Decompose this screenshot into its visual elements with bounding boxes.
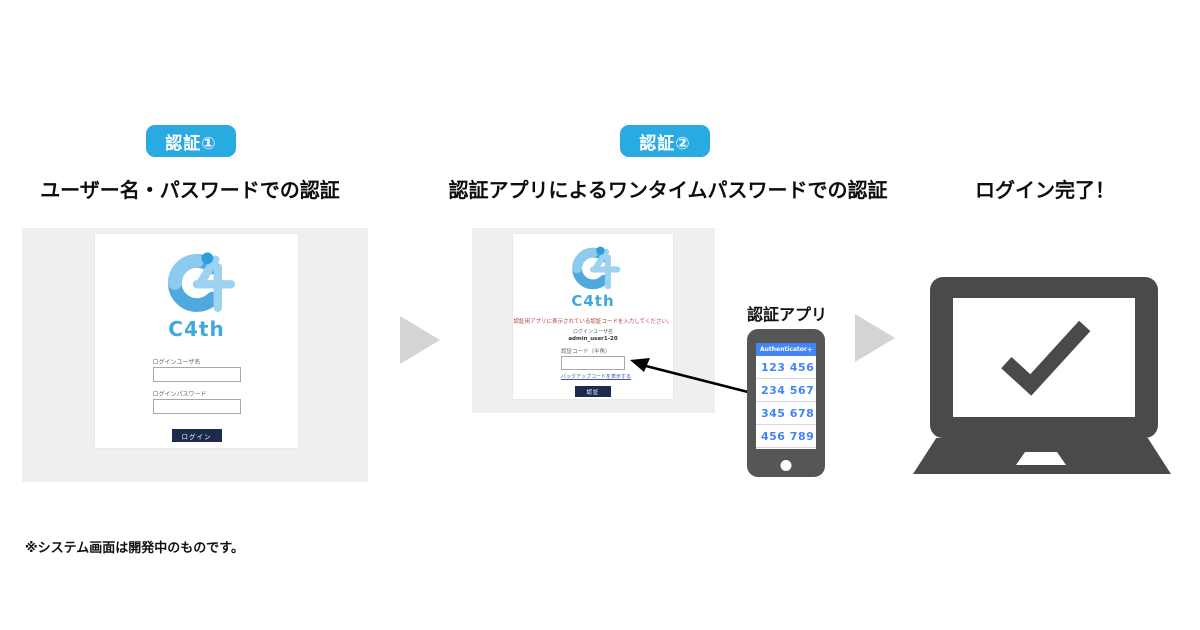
checkmark-icon xyxy=(1001,320,1091,396)
code-entry-arrow-icon xyxy=(630,358,749,394)
laptop-notch xyxy=(1016,452,1066,465)
laptop-display xyxy=(953,298,1135,417)
username-input xyxy=(152,367,241,382)
login-screenshot-panel: C4th ログインユーザ名 ログインパスワード ログイン xyxy=(22,228,368,482)
auth-step1-badge: 認証① xyxy=(146,125,236,157)
otp-form: 認証コード（半角） バックアップコードを表示する 認証 xyxy=(561,347,632,397)
laptop-icon xyxy=(930,277,1158,438)
authenticate-button: 認証 xyxy=(575,386,611,397)
otp-code-item: 345 678 xyxy=(756,402,816,425)
development-note: ※システム画面は開発中のものです。 xyxy=(25,541,244,556)
login-button: ログイン xyxy=(171,429,222,442)
login-form: ログインユーザ名 ログインパスワード ログイン xyxy=(152,357,241,442)
authenticator-label: 認証アプリ xyxy=(746,305,827,324)
c4th-wordmark: C4th xyxy=(571,292,615,310)
phone-screen: Authenticator ＋ 123 456 234 567 345 678 … xyxy=(756,343,816,449)
otp-code-item: 123 456 xyxy=(756,356,816,379)
otp-code-item: 234 567 xyxy=(756,379,816,402)
otp-code-label: 認証コード（半角） xyxy=(561,349,611,355)
otp-user-value: admin_user1-20 xyxy=(568,336,618,342)
c4th-logo-icon xyxy=(167,252,235,312)
otp-screenshot-panel: C4th 認証用アプリに表示されている認証コードを入力してください。 ログインユ… xyxy=(472,228,715,413)
otp-instruction: 認証用アプリに表示されている認証コードを入力してください。 xyxy=(513,319,673,325)
otp-code-item: 456 789 xyxy=(756,425,816,448)
auth-step2-badge: 認証② xyxy=(620,125,710,157)
login-complete-title: ログイン完了！ xyxy=(975,178,1115,202)
phone-home-button-icon xyxy=(780,460,792,471)
password-label: ログインパスワード xyxy=(152,391,207,398)
step2-title: 認証アプリによるワンタイムパスワードでの認証 xyxy=(448,178,888,202)
add-icon: ＋ xyxy=(806,347,813,354)
otp-code-input xyxy=(561,356,625,370)
flow-arrow-right-icon xyxy=(400,316,440,364)
authenticator-app-header: Authenticator ＋ xyxy=(756,343,816,356)
backup-code-link: バックアップコードを表示する xyxy=(561,374,632,380)
login-card: C4th ログインユーザ名 ログインパスワード ログイン xyxy=(95,234,298,448)
otp-card: C4th 認証用アプリに表示されている認証コードを入力してください。 ログインユ… xyxy=(513,234,673,399)
authenticator-app-title: Authenticator xyxy=(760,346,807,353)
password-input xyxy=(152,399,241,414)
otp-user-label: ログインユーザ名 xyxy=(573,329,613,335)
smartphone-icon: Authenticator ＋ 123 456 234 567 345 678 … xyxy=(747,329,825,477)
step1-title: ユーザー名・パスワードでの認証 xyxy=(40,178,340,202)
c4th-logo-icon xyxy=(572,246,621,290)
username-label: ログインユーザ名 xyxy=(152,359,201,366)
flow-arrow-right-icon xyxy=(855,314,895,362)
c4th-wordmark: C4th xyxy=(168,317,225,341)
